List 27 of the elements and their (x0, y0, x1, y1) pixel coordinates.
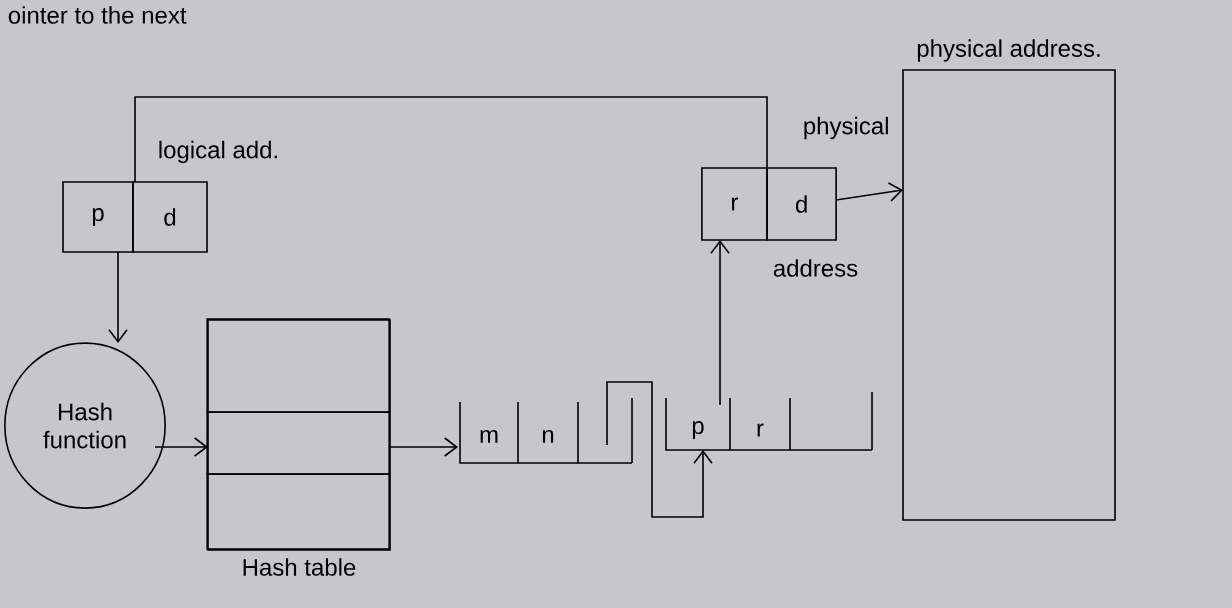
list-cell (789, 391, 873, 451)
table-row (206, 473, 390, 550)
arrow (154, 437, 208, 457)
cell: r (701, 167, 768, 241)
memory-box: physical address. (902, 39, 1116, 521)
handwritten-label: ointer to the next (8, 6, 187, 24)
hash-table: Hash table (207, 319, 391, 576)
cell: d (766, 167, 837, 241)
cell: p (62, 181, 134, 253)
arrow (108, 251, 128, 343)
handwritten-label: logical add. (159, 140, 277, 164)
handwritten-label: physical (804, 116, 888, 140)
node-label: physical address. (917, 39, 1100, 62)
list-cell: p (665, 397, 731, 451)
arrow (835, 182, 903, 202)
connector-line (134, 96, 768, 183)
table-row (206, 318, 390, 413)
list-cell (577, 397, 633, 464)
arrow (389, 437, 458, 457)
list-cell: n (517, 401, 579, 464)
list-cell: r (729, 397, 791, 451)
table-row (206, 411, 390, 475)
handwritten-label: address (773, 259, 858, 277)
cell: d (132, 181, 208, 253)
arrow (710, 240, 730, 406)
node-label: Hash table (243, 558, 356, 576)
list-cell: m (459, 401, 519, 464)
